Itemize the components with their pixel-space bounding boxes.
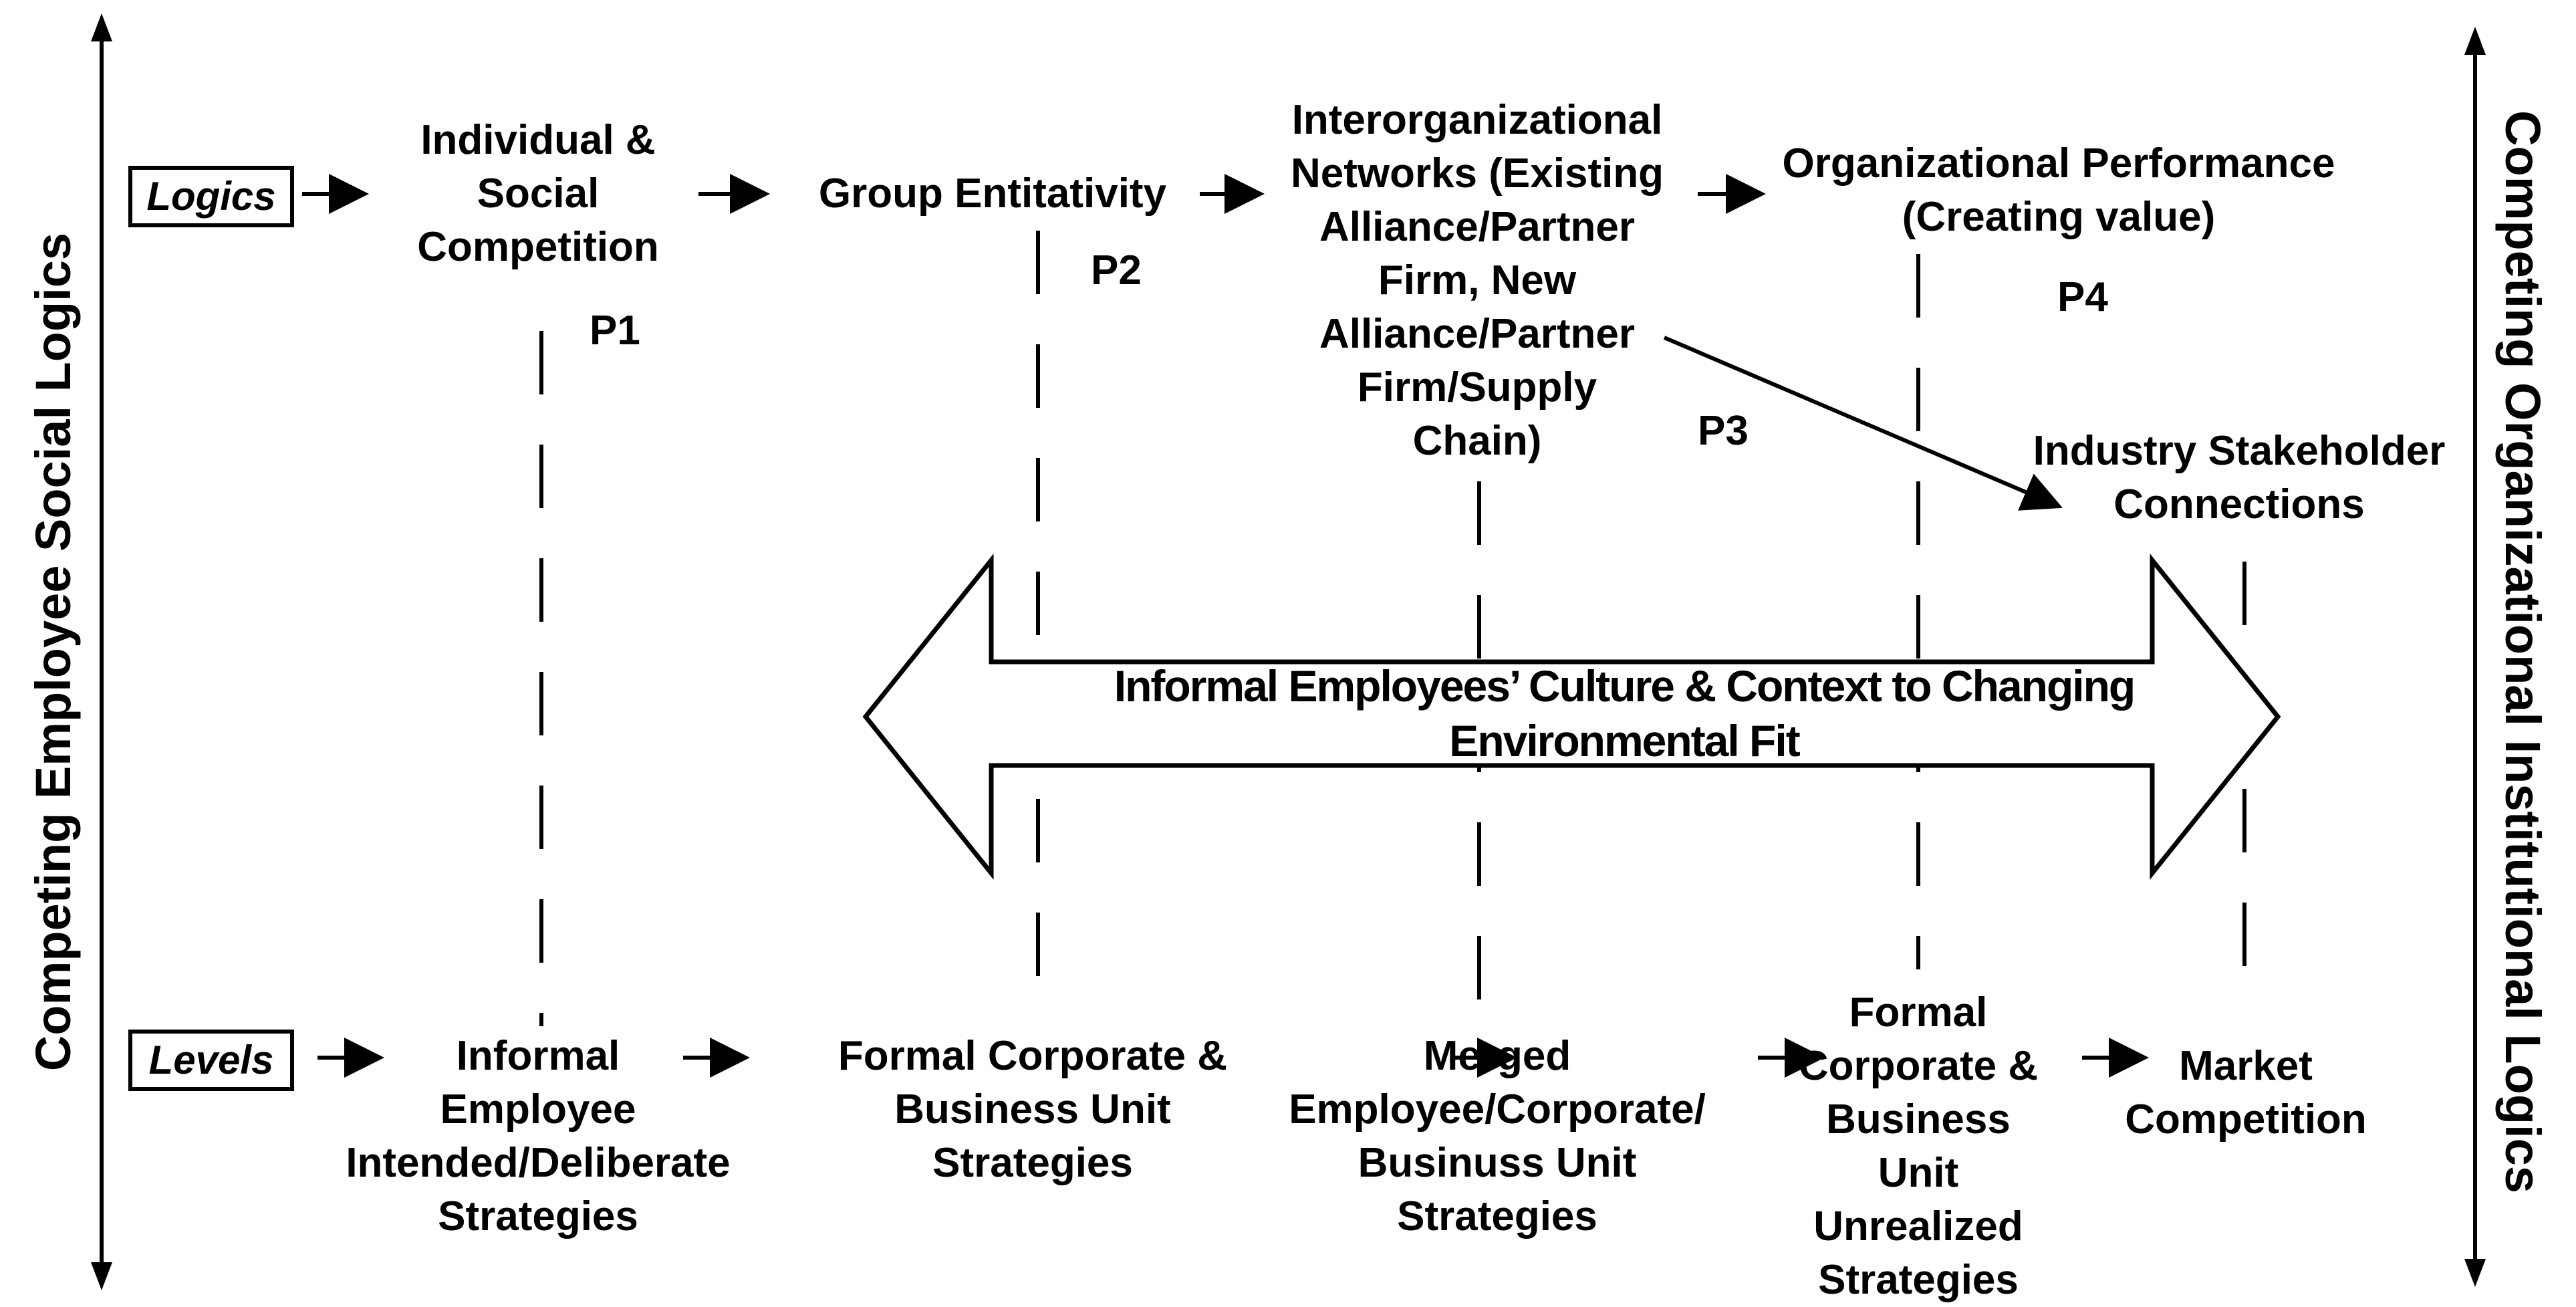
proposition-p1: P1 (590, 308, 640, 354)
levels-row-label: Levels (128, 1030, 294, 1091)
proposition-p2: P2 (1091, 247, 1142, 293)
left-vertical-axis (91, 13, 112, 1290)
logics-row-label: Logics (128, 166, 294, 227)
node-individual-social-competition: Individual & Social Competition (417, 117, 659, 270)
node-industry-stakeholder-connections: Industry Stakeholder Connections (2033, 428, 2446, 527)
node-formal-corporate-business-unit-strategies: Formal Corporate & Business Unit Strateg… (838, 1033, 1228, 1186)
proposition-p3: P3 (1698, 408, 1749, 454)
culture-double-arrow (862, 554, 2281, 880)
proposition-p4: P4 (2057, 274, 2108, 320)
node-group-entitativity: Group Entitativity (818, 170, 1167, 217)
node-merged-strategies: Merged Employee/Corporate/ Businuss Unit… (1289, 1033, 1706, 1239)
left-side-label: Competing Employee Social Logics (25, 232, 81, 1072)
right-vertical-axis (2464, 27, 2486, 1287)
culture-banner-text: Informal Employees’ Culture & Context to… (1114, 661, 2136, 765)
node-unrealized-strategies: Formal Corporate & Business Unit Unreali… (1798, 989, 2039, 1303)
node-organizational-performance: Organizational Performance (Creating val… (1782, 140, 2335, 240)
arrow-interorg-to-stakeholder (1663, 336, 2063, 511)
right-side-label: Competing Organizational Institutional L… (2495, 110, 2551, 1193)
node-interorganizational-networks: Interorganizational Networks (Existing A… (1290, 97, 1664, 464)
node-market-competition: Market Competition (2125, 1043, 2367, 1143)
node-informal-employee-strategies: Informal Employee Intended/Deliberate St… (346, 1033, 731, 1239)
logics-row-arrows (302, 174, 2063, 511)
